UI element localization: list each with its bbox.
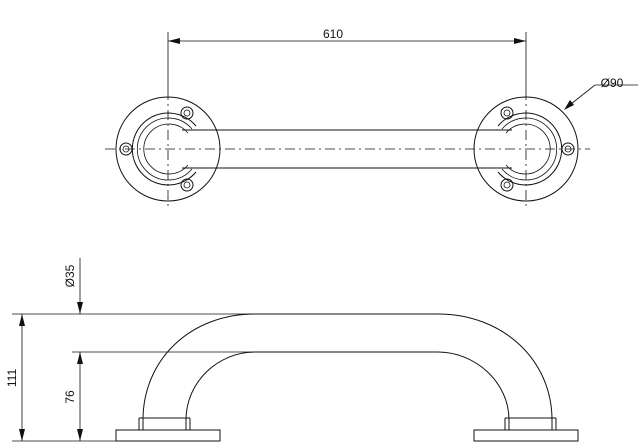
right-base-plate <box>473 417 579 442</box>
right-screw-top <box>500 106 514 120</box>
side-view: 111 76 Ø35 <box>5 258 579 442</box>
left-base-plate <box>115 417 221 442</box>
length-dimension: 610 <box>167 27 527 90</box>
clearance-height-dimension: 76 <box>63 352 83 441</box>
left-screw-top <box>180 106 194 120</box>
grab-bar-outer-contour <box>142 313 553 430</box>
left-flange <box>115 90 221 210</box>
tube-diameter-label: Ø35 <box>63 264 77 287</box>
right-flange <box>473 90 579 210</box>
left-screw-bottom <box>180 178 194 192</box>
flange-diameter-label: Ø90 <box>601 76 624 90</box>
clearance-height-label: 76 <box>63 390 77 404</box>
length-label: 610 <box>323 27 343 41</box>
left-screw-side <box>119 142 133 156</box>
total-height-label: 111 <box>5 369 19 388</box>
top-view: 610 <box>105 27 638 210</box>
tube-diameter-dimension: Ø35 <box>63 258 83 314</box>
grab-bar-tube-top <box>182 129 512 169</box>
flange-diameter-callout: Ø90 <box>564 76 638 110</box>
grab-bar-inner-contour <box>185 351 510 430</box>
right-screw-bottom <box>500 178 514 192</box>
right-screw-side <box>561 142 575 156</box>
total-height-dimension: 111 <box>5 314 25 441</box>
